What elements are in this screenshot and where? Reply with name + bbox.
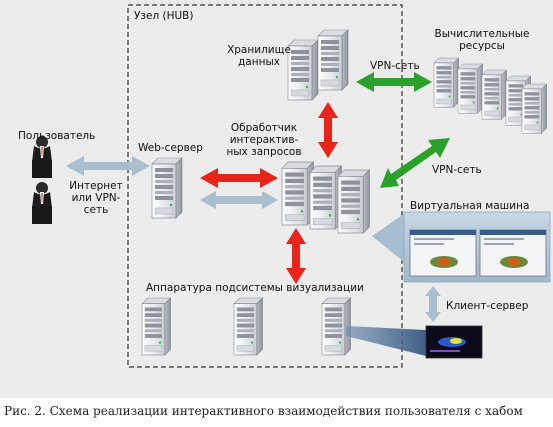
hub-label: Узел (HUB) — [134, 10, 194, 22]
user-figures — [32, 136, 52, 224]
arrow-vm-client — [425, 286, 441, 322]
compute-cluster — [433, 57, 548, 134]
vm-label: Виртуальная машина — [410, 200, 530, 212]
vm-panel — [372, 211, 551, 283]
network-label: Интернет или VPN- сеть — [69, 180, 123, 216]
arrow-compute-handler — [380, 138, 450, 188]
diagram-graphics — [32, 4, 551, 368]
visualization-servers — [141, 297, 351, 356]
figure-caption: Рис. 2. Схема реализации интерактивного … — [4, 404, 523, 418]
visual-label: Аппаратура подсистемы визуализации — [146, 282, 364, 294]
vpn-right-label: VPN-сеть — [432, 164, 482, 176]
compute-label: Вычислительные ресурсы — [434, 28, 530, 52]
storage-label: Хранилище данных — [227, 44, 291, 68]
handler-servers — [281, 161, 371, 234]
arrow-storage-compute — [356, 72, 432, 92]
vpn-top-label: VPN-сеть — [370, 60, 420, 72]
arrow-storage-handler — [318, 102, 338, 158]
arrow-user-web — [66, 156, 150, 176]
user-label: Пользователь — [18, 130, 96, 142]
hub-boundary — [127, 4, 403, 368]
arrow-web-handler-grey — [200, 191, 278, 209]
web-server — [151, 157, 183, 219]
arrow-handler-visual — [286, 228, 306, 284]
handler-label: Обработчик интерактив- ных запросов — [226, 122, 302, 158]
client-server-label: Клиент-сервер — [446, 300, 529, 312]
arrow-web-handler-red — [200, 168, 278, 188]
web-server-label: Web-сервер — [138, 142, 203, 154]
client-screen — [346, 325, 483, 359]
